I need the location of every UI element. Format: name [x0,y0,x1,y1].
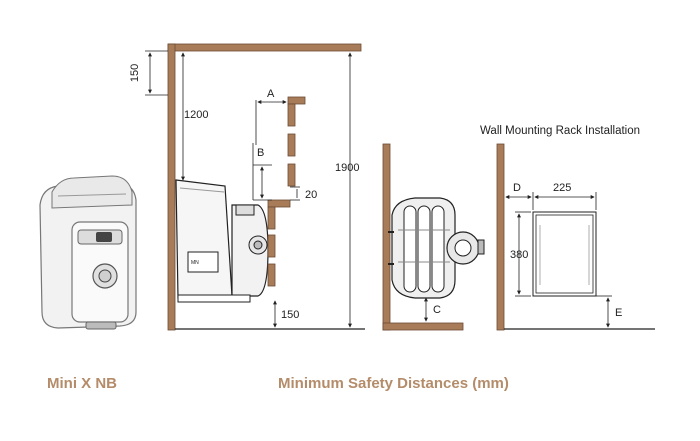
dimension-20: 20 [290,186,317,201]
dim-150-bottom-label: 150 [281,309,299,321]
dim-d-label: D [513,182,521,194]
mounting-rack [532,211,597,297]
dimension-b: B [252,143,272,201]
dim-1900-label: 1900 [335,162,359,174]
dim-b-label: B [257,147,264,159]
dim-150-top-label: 150 [129,64,141,82]
dimension-c: C [424,297,441,322]
heater-badge-label: MN [191,260,199,266]
heater-product-illustration [39,175,137,330]
dimension-1900: 1900 [335,52,359,328]
wood-blocks [267,96,306,287]
dimension-d: D [505,182,534,210]
dim-225-label: 225 [553,182,571,194]
dim-380-label: 380 [510,249,528,261]
dimension-380: 380 [510,211,531,297]
dim-a-label: A [267,88,275,100]
dimension-1200: 1200 [181,52,208,181]
dimension-e: E [596,295,622,328]
sauna-wall-section [167,43,365,331]
heater-top-view [388,197,485,299]
wall-rack-title: Wall Mounting Rack Installation [480,125,640,137]
dimension-225: 225 [534,182,597,210]
corner-wall-section [382,143,464,331]
diagram-title: Minimum Safety Distances (mm) [278,375,509,392]
dim-1200-label: 1200 [184,109,208,121]
dimension-150-bottom: 150 [273,300,299,328]
dim-20-label: 20 [305,189,317,201]
model-caption: Mini X NB [47,375,117,392]
heater-side-view: MN [175,179,269,303]
rack-wall-section [496,143,655,331]
dimension-150-top: 150 [129,50,168,96]
dimension-a: A [255,88,287,145]
dim-c-label: C [433,304,441,316]
dim-e-label: E [615,307,622,319]
